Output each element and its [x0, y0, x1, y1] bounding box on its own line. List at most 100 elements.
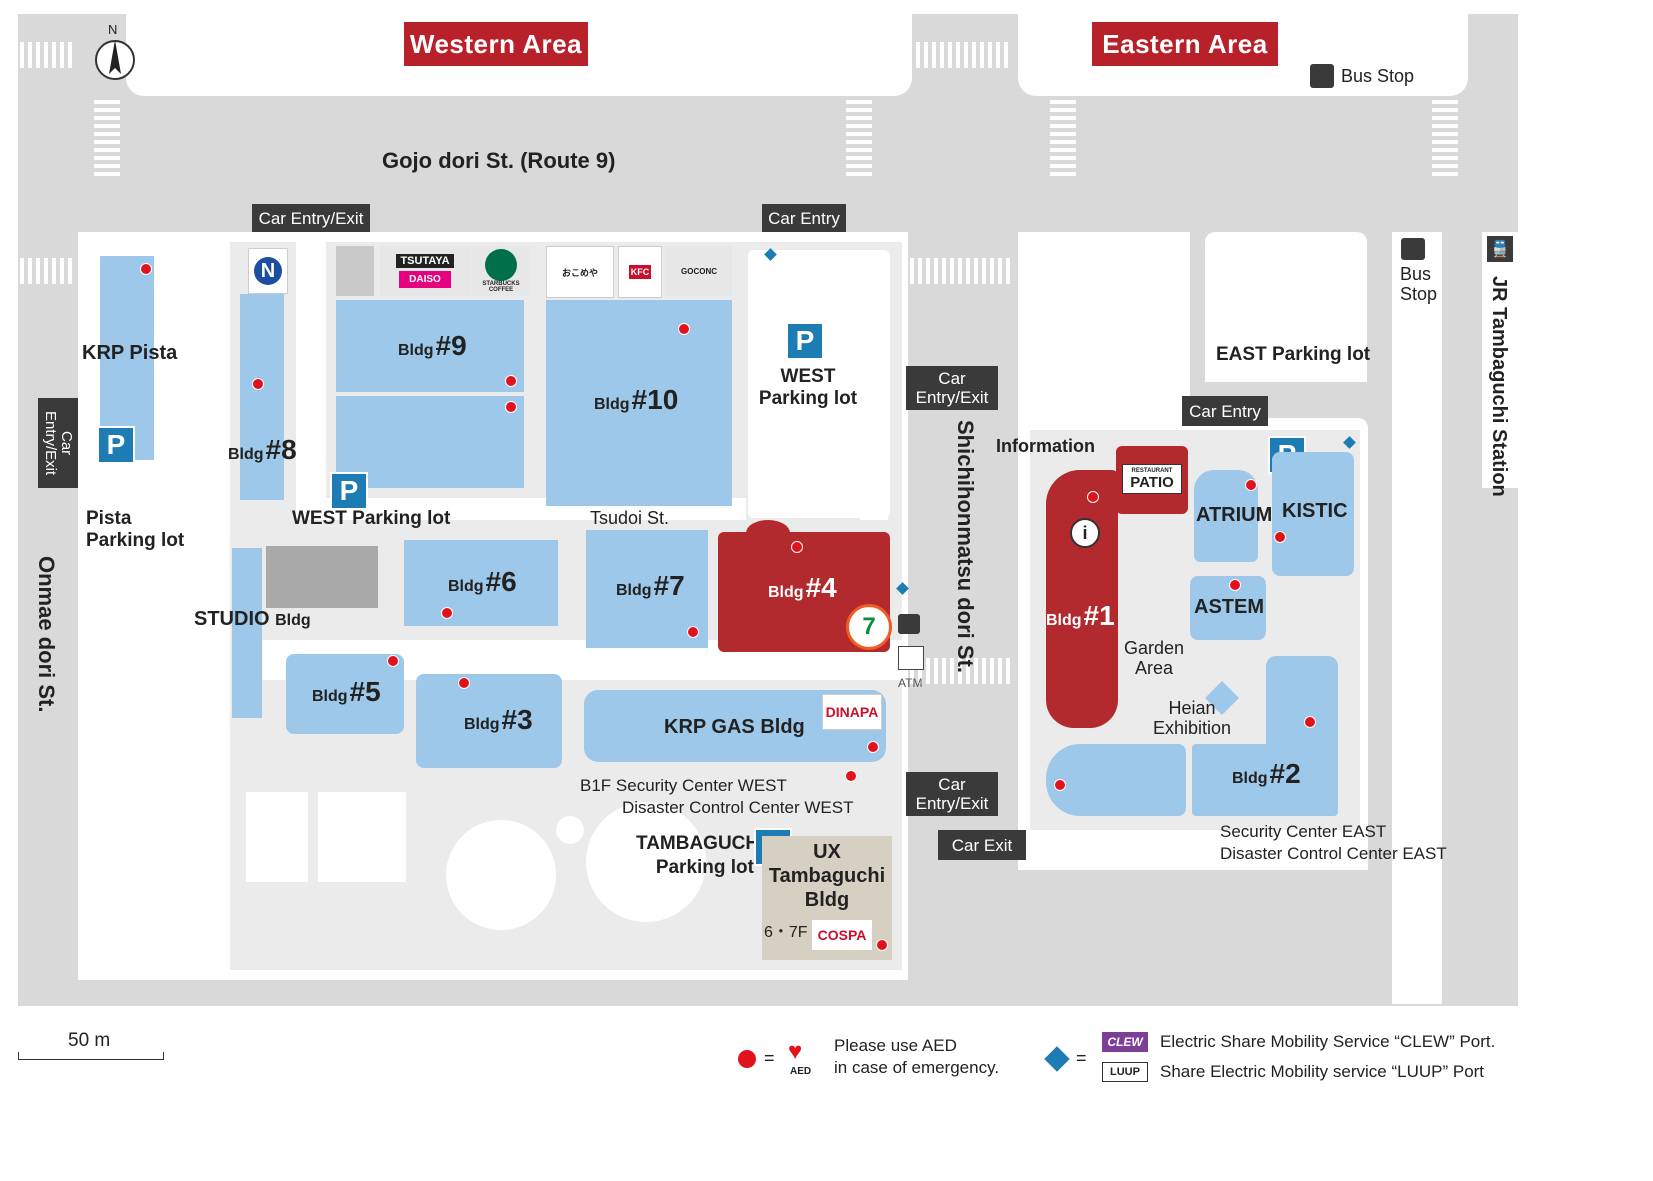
- studio-annex: [266, 546, 378, 608]
- aed-marker: [687, 626, 699, 638]
- aed-marker: [876, 939, 888, 951]
- seven-eleven-logo: 7: [846, 604, 892, 650]
- scale-label: 50 m: [68, 1030, 111, 1051]
- circle-1: [446, 820, 556, 930]
- jr-station: JR Tambaguchi Station: [1488, 276, 1510, 497]
- atrium-label: ATRIUM: [1196, 504, 1273, 526]
- west-parking-bottom-label: WEST Parking lot: [292, 508, 451, 529]
- aed-marker: [678, 323, 690, 335]
- aed-marker: [458, 677, 470, 689]
- west-parking-area: [748, 250, 890, 518]
- bldg-9-label: Bldg#9: [398, 330, 467, 361]
- block-east-a: [1018, 232, 1190, 382]
- bldg-1-label: Bldg#1: [1046, 600, 1115, 631]
- bldg-5: [286, 654, 404, 734]
- pista-parking-icon: P: [97, 426, 135, 464]
- crosswalk: [1432, 96, 1458, 176]
- aed-marker: [441, 607, 453, 619]
- aed-marker: [1054, 779, 1066, 791]
- bldg-3: [416, 674, 562, 768]
- crosswalk: [94, 96, 120, 176]
- starbucks-logo: STARBUCKS COFFEE: [472, 246, 530, 296]
- tambaguchi-parking-label: TAMBAGUCHI Parking lot: [636, 833, 765, 878]
- crosswalk: [20, 42, 74, 68]
- clew-legend-text: Electric Share Mobility Service “CLEW” P…: [1160, 1032, 1496, 1051]
- aed-marker: [387, 655, 399, 667]
- aed-marker: [1087, 491, 1099, 503]
- aed-marker: [1274, 531, 1286, 543]
- car-entry-exit-west: Car Entry/Exit: [38, 398, 78, 488]
- aed-marker: [1304, 716, 1316, 728]
- road-bottom: [18, 980, 1018, 1006]
- circle-small: [556, 816, 584, 844]
- bus-icon: [898, 614, 920, 634]
- aed-marker: [505, 375, 517, 387]
- aed-legend-equals: =: [764, 1048, 775, 1068]
- east-parking-label: EAST Parking lot: [1216, 344, 1371, 365]
- bldg-8: [240, 294, 284, 500]
- bldg-4-label: Bldg#4: [768, 572, 837, 603]
- nippon-logo: N: [248, 248, 288, 294]
- astem-label: ASTEM: [1194, 596, 1264, 618]
- bldg-8-label: Bldg#8: [228, 434, 297, 465]
- aed-marker: [845, 770, 857, 782]
- bldg-5-label: Bldg#5: [312, 676, 381, 707]
- aed-marker: [252, 378, 264, 390]
- block-station: [1482, 232, 1518, 488]
- circle-2: [586, 802, 706, 922]
- krp-pista-label: KRP Pista: [82, 342, 178, 364]
- aed-marker: [505, 401, 517, 413]
- car-entry-exit-top: Car Entry/Exit: [252, 204, 370, 232]
- atm-icon: [898, 646, 924, 670]
- street-shichihonmatsu: Shichihonmatsu dori St.: [953, 420, 978, 674]
- aed-marker: [140, 263, 152, 275]
- bldg-4-dome: [746, 520, 790, 546]
- aed-marker: [791, 541, 803, 553]
- security-west-line1: B1F Security Center WEST: [580, 776, 787, 795]
- crosswalk: [916, 42, 1012, 68]
- car-entry-top: Car Entry: [762, 204, 846, 232]
- block-east-b: [1205, 232, 1367, 382]
- car-entry-exit-low: Car Entry/Exit: [906, 772, 998, 816]
- cospa-logo: COSPA: [812, 920, 872, 950]
- luup-legend-text: Share Electric Mobility service “LUUP” P…: [1160, 1062, 1485, 1081]
- garden-label: Garden Area: [1123, 638, 1185, 678]
- ux-floor-label: 6・7F: [764, 924, 808, 941]
- aed-marker: [867, 741, 879, 753]
- bldg-9-upper: [336, 300, 524, 392]
- tsutaya-logo: TSUTAYA DAISO: [380, 246, 470, 296]
- bldg-3-label: Bldg#3: [464, 704, 533, 735]
- luup-legend-equals: =: [1076, 1048, 1087, 1068]
- luup-legend-diamond: [1044, 1046, 1070, 1072]
- path-west-inner: [296, 242, 326, 498]
- street-gojo: Gojo dori St. (Route 9): [382, 148, 616, 173]
- crosswalk: [910, 258, 1014, 284]
- car-exit: Car Exit: [938, 830, 1026, 860]
- crosswalk: [910, 658, 1014, 684]
- atm-label: ATM: [898, 676, 923, 690]
- cafe-logo: おこめや: [546, 246, 614, 298]
- west-parking-top-label: WEST Parking lot: [758, 366, 858, 409]
- block-bottom-1: [246, 792, 308, 882]
- aed-marker: [1245, 479, 1257, 491]
- shop-blank: [336, 246, 374, 296]
- aed-legend-dot: [738, 1050, 756, 1068]
- eastern-area-header: Eastern Area: [1092, 22, 1278, 66]
- bldg-1: [1046, 470, 1118, 728]
- dinapa-logo: DINAPA: [822, 694, 882, 730]
- studio-bldg: [232, 548, 262, 718]
- bus-stop-right-label: Bus Stop: [1400, 264, 1438, 304]
- aed-legend-line1: Please use AED: [834, 1036, 957, 1055]
- kistic: [1272, 452, 1354, 576]
- bldg-6-label: Bldg#6: [448, 566, 517, 597]
- information-label: Information: [996, 436, 1095, 456]
- information-icon: i: [1070, 518, 1100, 548]
- east-lower-building: [1046, 744, 1186, 816]
- bus-stop-top-label: Bus Stop: [1341, 66, 1415, 86]
- crosswalk: [186, 258, 216, 284]
- aed-legend-small: AED: [790, 1066, 812, 1077]
- security-west-line2: Disaster Control Center WEST: [622, 798, 854, 817]
- road-east-bottom: [1018, 870, 1190, 1006]
- bus-icon: [1310, 64, 1334, 88]
